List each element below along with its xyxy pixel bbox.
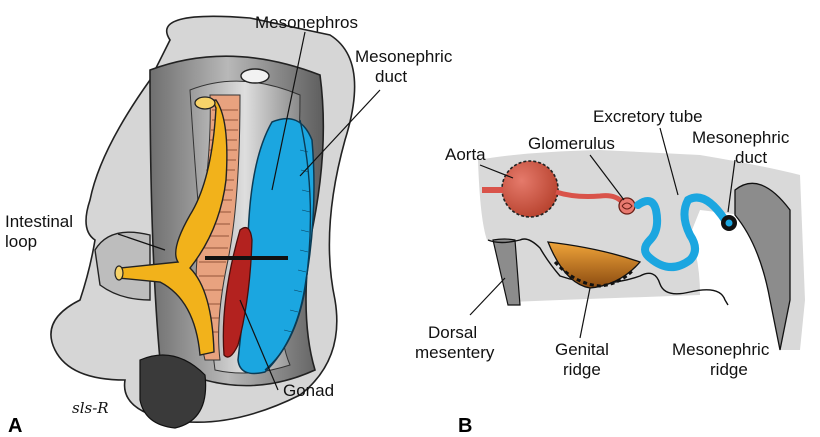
panel-letter-a: A [8, 415, 22, 437]
label-mesonephros: Mesonephros [255, 13, 358, 32]
dorsal-mesentery-b [493, 239, 520, 305]
mesonephric-duct-lumen [726, 220, 733, 227]
label-mesonephric-ridge-line1: Mesonephric [672, 340, 770, 359]
label-gonad: Gonad [283, 381, 334, 400]
intestine-cut-end-top [195, 97, 215, 109]
panel-a: Mesonephros Mesonephric duct Intestinal … [5, 13, 453, 437]
label-mesonephric-duct-a-line2: duct [375, 67, 407, 86]
panel-b: Aorta Glomerulus Excretory tube Mesoneph… [415, 107, 805, 437]
label-intestinal-loop-line2: loop [5, 232, 37, 251]
label-intestinal-loop-line1: Intestinal [5, 212, 73, 231]
panel-letter-b: B [458, 415, 472, 437]
artist-signature: sls-R [72, 399, 109, 417]
intestine-cut-end-side [115, 266, 123, 280]
label-aorta: Aorta [445, 145, 486, 164]
label-genital-ridge-line1: Genital [555, 340, 609, 359]
label-dorsal-mesentery-line1: Dorsal [428, 323, 477, 342]
label-genital-ridge-line2: ridge [563, 360, 601, 379]
label-mesonephric-duct-b-line2: duct [735, 148, 767, 167]
label-dorsal-mesentery-line2: mesentery [415, 343, 495, 362]
neural-tube-opening [241, 69, 269, 83]
label-mesonephric-ridge-line2: ridge [710, 360, 748, 379]
aorta-b [502, 161, 558, 217]
label-excretory-tube: Excretory tube [593, 107, 703, 126]
body-wall-right [735, 183, 790, 350]
label-glomerulus: Glomerulus [528, 134, 615, 153]
label-mesonephric-duct-a-line1: Mesonephric [355, 47, 453, 66]
label-mesonephric-duct-b-line1: Mesonephric [692, 128, 790, 147]
